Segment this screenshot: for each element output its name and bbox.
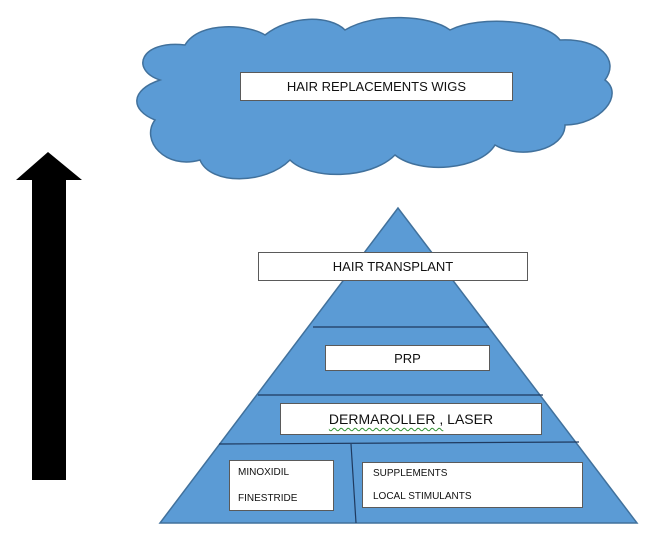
tier-label-dermaroller-part: DERMAROLLER ,: [328, 411, 444, 427]
tier-label-laser-part: LASER: [443, 411, 494, 427]
minoxidil-finestride-box: MINOXIDIL FINESTRIDE: [229, 460, 334, 511]
base-left-item: MINOXIDIL: [238, 467, 290, 478]
tier-label-prp: PRP: [394, 350, 421, 366]
base-divider: [350, 443, 357, 524]
tier-label-hair-transplant: HAIR TRANSPLANT: [332, 259, 454, 274]
base-right-item: LOCAL STIMULANTS: [373, 491, 472, 502]
hair-replacements-wigs-box: HAIR REPLACEMENTS WIGS: [240, 72, 513, 101]
cloud-label: HAIR REPLACEMENTS WIGS: [286, 79, 467, 94]
supplements-stimulants-box: SUPPLEMENTS LOCAL STIMULANTS: [362, 462, 583, 508]
base-left-item: FINESTRIDE: [238, 493, 298, 504]
hair-transplant-box: HAIR TRANSPLANT: [258, 252, 528, 281]
up-arrow-icon: [16, 152, 82, 480]
prp-box: PRP: [325, 345, 490, 371]
tier-label-dermaroller-laser: DERMAROLLER , LASER: [329, 411, 493, 427]
dermaroller-laser-box: DERMAROLLER , LASER: [280, 403, 542, 435]
tier-divider: [218, 441, 580, 445]
base-right-item: SUPPLEMENTS: [373, 468, 448, 479]
